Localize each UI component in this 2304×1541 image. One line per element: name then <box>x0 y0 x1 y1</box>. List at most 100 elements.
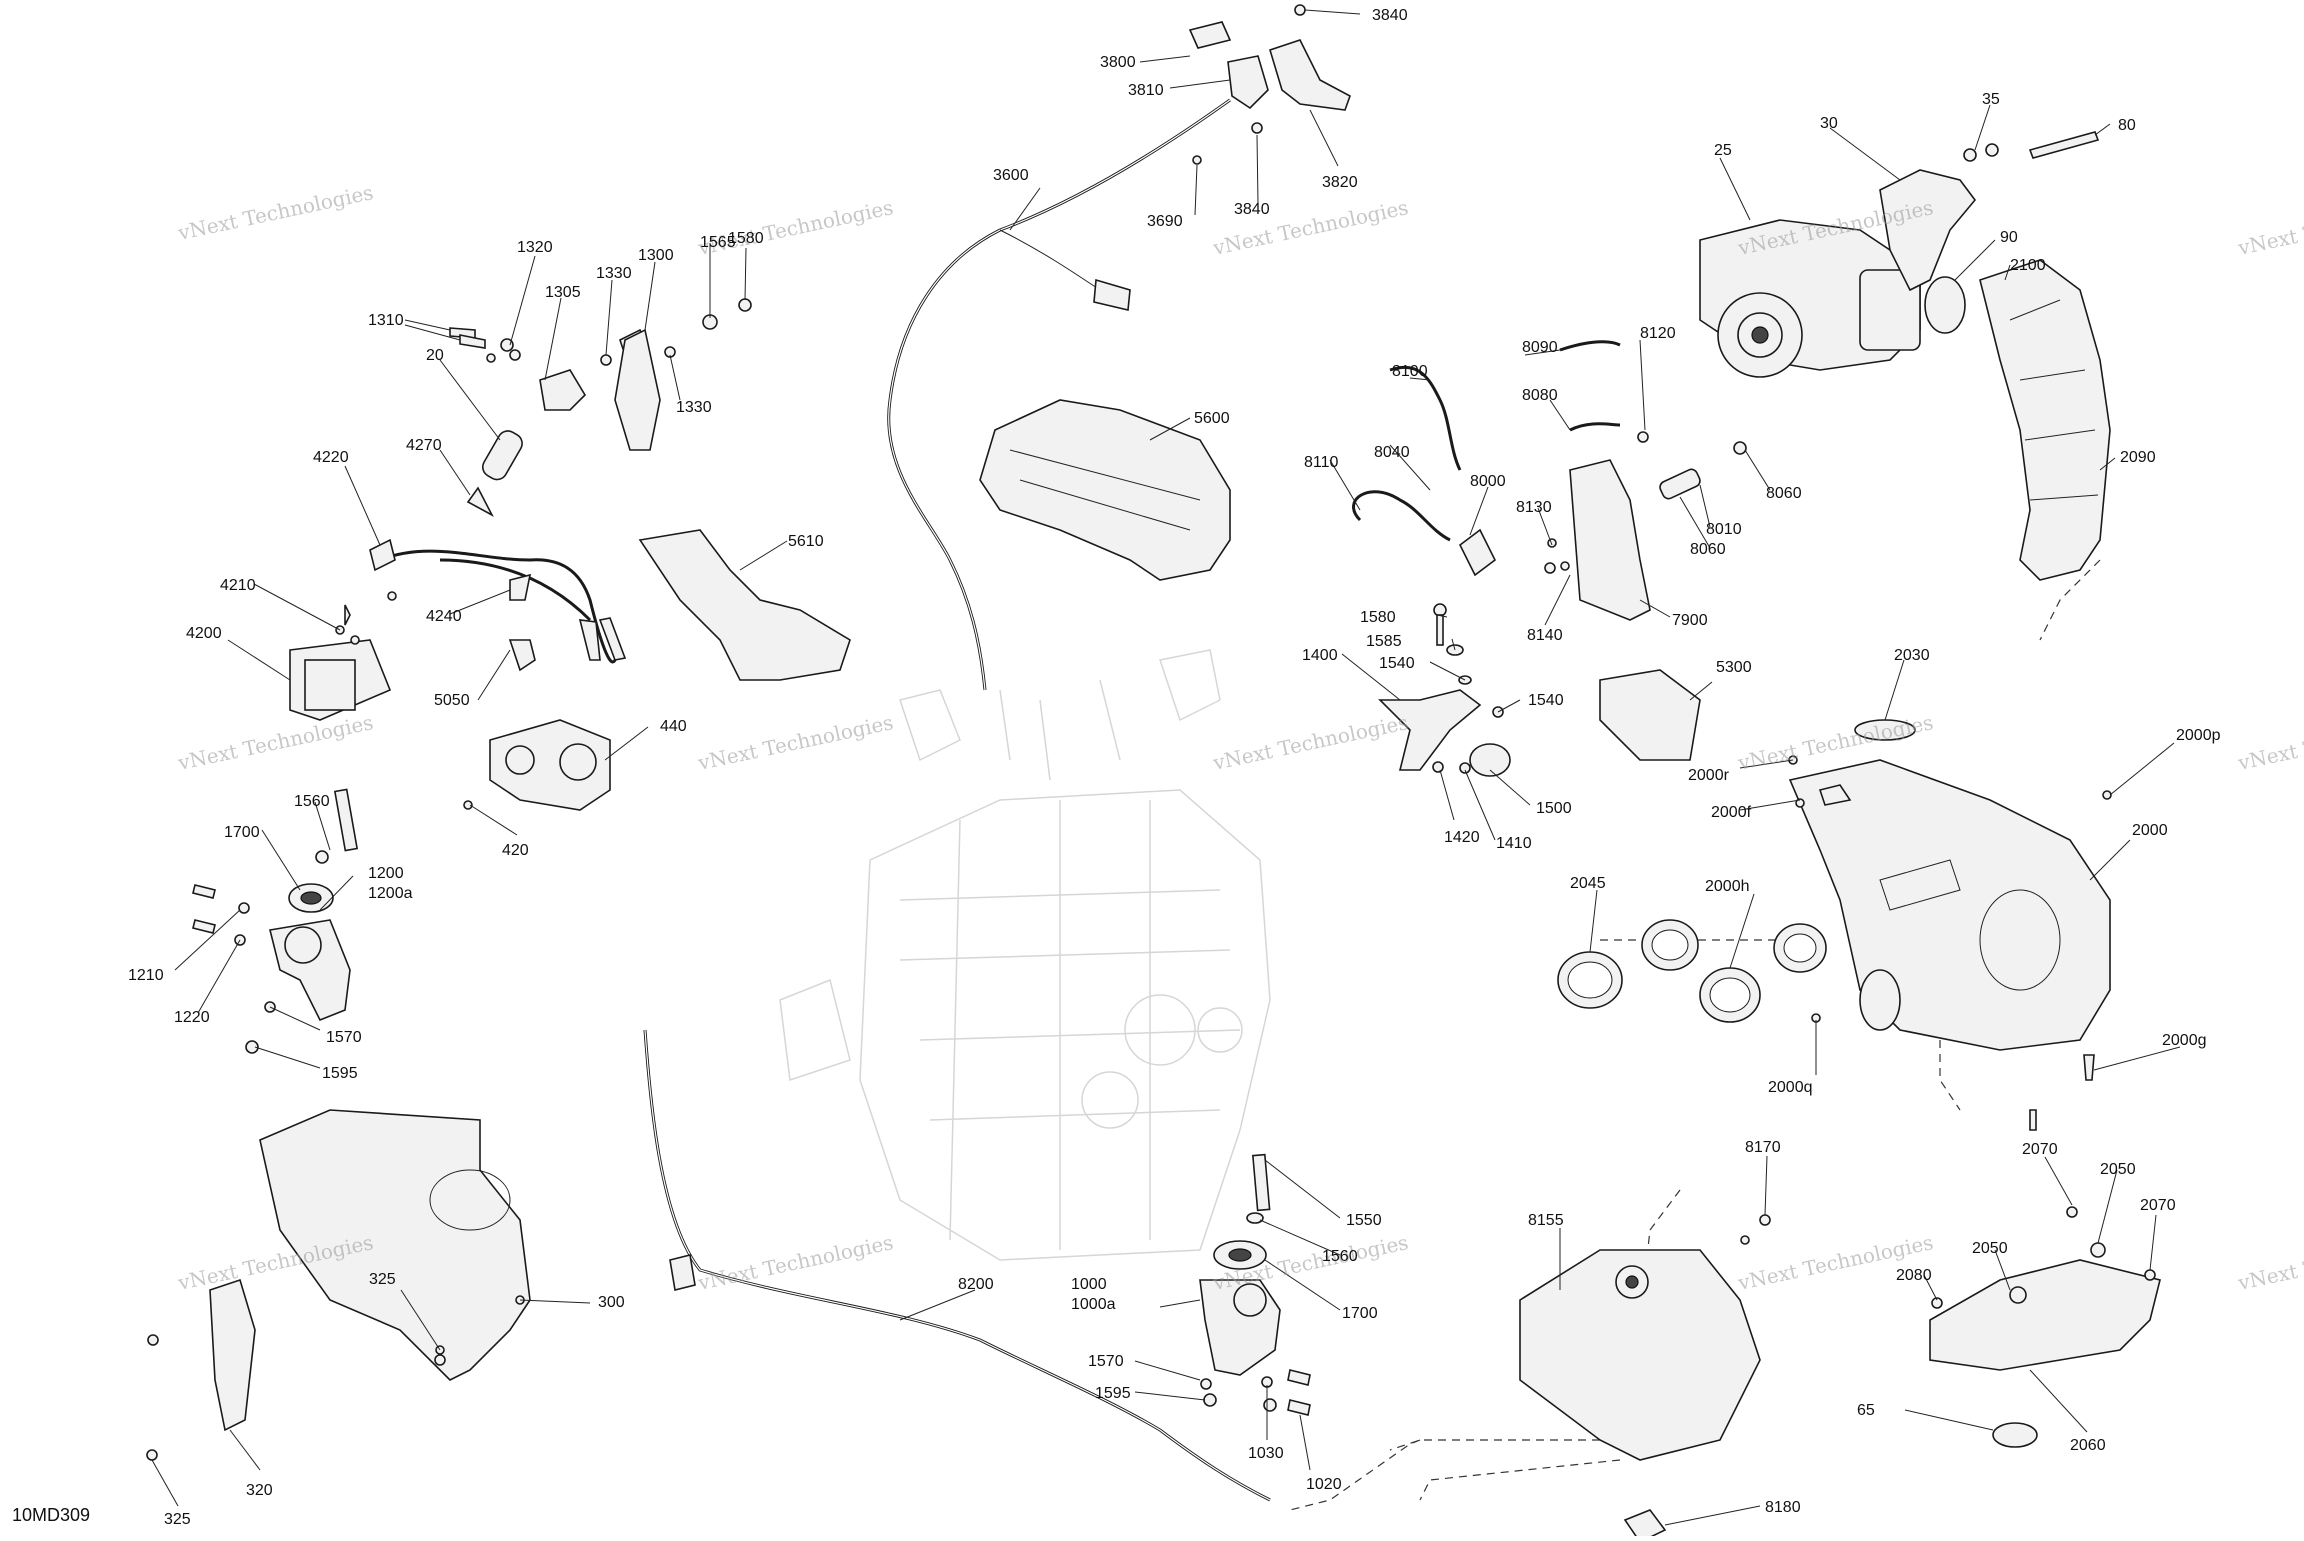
part-label: 1570 <box>1088 1353 1124 1370</box>
part-label: 2000h <box>1705 878 1750 895</box>
part-label: 1400 <box>1302 647 1338 664</box>
watermark: vNext Technologies <box>1210 710 1410 775</box>
part-label: 2000f <box>1711 804 1752 821</box>
part-label: 1540 <box>1528 692 1564 709</box>
heat-shield-5610 <box>638 529 851 681</box>
part-label: 2070 <box>2022 1141 2058 1158</box>
part-label: 2000r <box>1688 767 1730 784</box>
part-label: 2000 <box>2132 822 2168 839</box>
watermark: vNext Technologies <box>1735 1230 1935 1295</box>
watermark: vNext Technologies <box>2235 710 2304 775</box>
part-label: 1540 <box>1379 655 1415 672</box>
actuator-440 <box>463 719 611 811</box>
part-label: 8060 <box>1766 485 1802 502</box>
part-label: 5300 <box>1716 659 1752 676</box>
part-label: 35 <box>1982 91 2000 108</box>
connector-4240 <box>509 573 532 601</box>
watermarks: vNext Technologies vNext Technologies vN… <box>175 180 2304 1295</box>
part-label: 2090 <box>2120 449 2156 466</box>
part-label: 2080 <box>1896 1267 1932 1284</box>
part-label: 1000 <box>1071 1276 1107 1293</box>
part-label: 1585 <box>1366 633 1402 650</box>
clamps-2045-2000h <box>1557 919 1827 1023</box>
part-label: 2000g <box>2162 1032 2207 1049</box>
connector-3800 <box>1188 21 1232 49</box>
part-label: 8180 <box>1765 1499 1801 1516</box>
connector-5050 <box>508 639 536 672</box>
sensor-bracket-group <box>1188 4 1351 165</box>
bracket-3810 <box>1227 55 1269 110</box>
engine-mount-1000 <box>1199 1153 1311 1416</box>
part-label: 2050 <box>2100 1161 2136 1178</box>
intake-hose-2090 <box>1979 259 2111 581</box>
part-label: 1200 <box>368 865 404 882</box>
part-label: 2060 <box>2070 1437 2106 1454</box>
part-label: 1700 <box>224 824 260 841</box>
leader-lines <box>151 9 2181 1526</box>
part-label: 1310 <box>368 312 404 329</box>
mount-1400-group <box>1378 603 1511 777</box>
part-label: 325 <box>369 1271 396 1288</box>
part-label: 5600 <box>1194 410 1230 427</box>
engine-ghost-outline <box>779 649 1271 1261</box>
part-label: 1300 <box>638 247 674 264</box>
part-label: 1210 <box>128 967 164 984</box>
part-labels: 3840 3800 3810 3820 3840 3600 3690 1320 … <box>12 7 2221 1528</box>
part-label: 8080 <box>1522 387 1558 404</box>
part-label: 1200a <box>368 885 413 902</box>
watermark: vNext Technologies <box>695 710 895 775</box>
part-label: 5610 <box>788 533 824 550</box>
part-label: 1410 <box>1496 835 1532 852</box>
cover-5300 <box>1599 669 1701 761</box>
watermark: vNext Technologies <box>2235 195 2304 260</box>
part-label: 8110 <box>1304 454 1339 471</box>
part-label: 420 <box>502 842 529 859</box>
sensor-plug <box>1093 278 1131 311</box>
part-label: 4270 <box>406 437 442 454</box>
part-label: 3810 <box>1128 82 1164 99</box>
part-label: 1580 <box>728 230 764 247</box>
part-label: 3690 <box>1147 213 1183 230</box>
diagram-code: 10MD309 <box>12 1505 90 1525</box>
bracket-7900 <box>1569 459 1651 621</box>
bolt-80 <box>2028 131 2100 159</box>
part-label: 1030 <box>1248 1445 1284 1462</box>
watermark: vNext Technologies <box>175 710 375 775</box>
part-label: 1580 <box>1360 609 1396 626</box>
watermark: vNext Technologies <box>2235 1230 2304 1295</box>
bracket-3820 <box>1269 39 1351 111</box>
part-label: 4240 <box>426 608 462 625</box>
part-label: 2045 <box>1570 875 1606 892</box>
bracket-30 <box>1879 169 1977 292</box>
part-label: 8000 <box>1470 473 1506 490</box>
part-label: 30 <box>1820 115 1838 132</box>
part-label: 3820 <box>1322 174 1358 191</box>
mount-1305 <box>539 369 587 411</box>
part-label: 1220 <box>174 1009 210 1026</box>
part-label: 3840 <box>1234 201 1270 218</box>
part-label: 2000p <box>2176 727 2221 744</box>
part-label: 1565 <box>700 234 736 251</box>
pin-20 <box>481 430 523 481</box>
part-label: 3840 <box>1372 7 1408 24</box>
heat-shield-5600 <box>979 399 1231 581</box>
bracket-2060 <box>1929 1109 2161 1448</box>
part-label: 8170 <box>1745 1139 1781 1156</box>
part-label: 325 <box>164 1511 191 1528</box>
part-label: 1595 <box>1095 1385 1131 1402</box>
part-label: 20 <box>426 347 444 364</box>
part-label: 1700 <box>1342 1305 1378 1322</box>
clip-4270 <box>466 486 494 517</box>
part-label: 80 <box>2118 117 2136 134</box>
part-label: 5050 <box>434 692 470 709</box>
part-label: 1570 <box>326 1029 362 1046</box>
sensor-8180 <box>1623 1509 1667 1541</box>
part-label: 4200 <box>186 625 222 642</box>
watermark: vNext Technologies <box>175 180 375 245</box>
clamp-90 <box>1924 276 1966 334</box>
part-label: 2000q <box>1768 1079 1813 1096</box>
turbocharger-25 <box>1699 219 1921 378</box>
bracket-320 <box>209 1278 256 1432</box>
part-label: 4210 <box>220 577 256 594</box>
